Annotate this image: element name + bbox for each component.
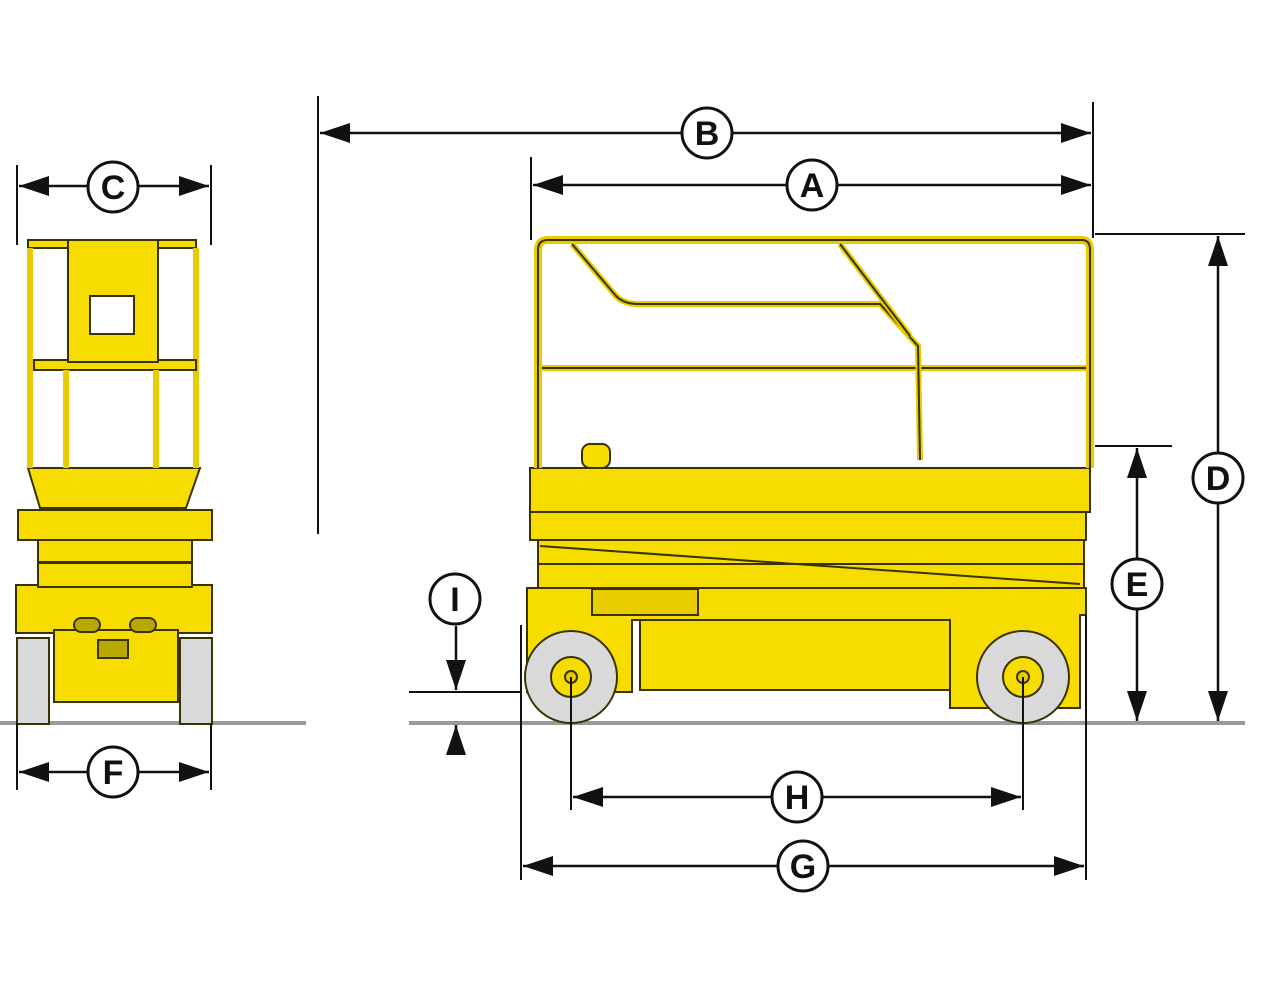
label-c-text: C: [101, 169, 126, 207]
side-view-machine: [526, 236, 1094, 709]
label-b: B: [680, 106, 734, 160]
label-i-text: I: [450, 581, 459, 619]
front-right-tyre: [179, 637, 213, 725]
label-h: H: [770, 770, 824, 824]
label-b-text: B: [695, 115, 720, 153]
front-platform-tray: [26, 467, 202, 509]
side-guardrail: [534, 236, 1094, 468]
label-a: A: [785, 158, 839, 212]
label-g-text: G: [790, 848, 816, 886]
front-left-tyre: [16, 637, 50, 725]
side-control-box: [581, 443, 611, 469]
label-h-text: H: [785, 779, 810, 817]
front-light-right: [129, 617, 157, 633]
side-scissor-arm: [539, 545, 1081, 585]
label-d-text: D: [1206, 460, 1231, 498]
front-hitch: [97, 639, 129, 659]
extension-lines: [16, 96, 1245, 880]
front-chassis: [15, 584, 213, 634]
front-gate-window: [89, 295, 135, 335]
label-e-text: E: [1126, 566, 1149, 604]
side-chassis-panel: [591, 588, 699, 616]
label-e: E: [1110, 557, 1164, 611]
front-view-machine: [15, 239, 213, 725]
side-platform-base: [529, 511, 1087, 541]
front-scissor-stack-lower: [37, 562, 193, 588]
label-d: D: [1191, 451, 1245, 505]
label-f-text: F: [103, 754, 124, 792]
label-i: I: [428, 572, 482, 626]
front-scissor-stack-upper: [37, 539, 193, 563]
front-light-left: [73, 617, 101, 633]
side-battery-box: [639, 619, 951, 691]
label-g: G: [776, 839, 830, 893]
side-scissor-stack-lower: [537, 563, 1085, 589]
side-platform-deck: [529, 467, 1091, 513]
label-a-text: A: [800, 167, 825, 205]
label-f: F: [86, 745, 140, 799]
label-c: C: [86, 160, 140, 214]
dimension-labels: C F B A D E I H: [86, 106, 1245, 893]
front-platform-deck: [17, 509, 213, 541]
